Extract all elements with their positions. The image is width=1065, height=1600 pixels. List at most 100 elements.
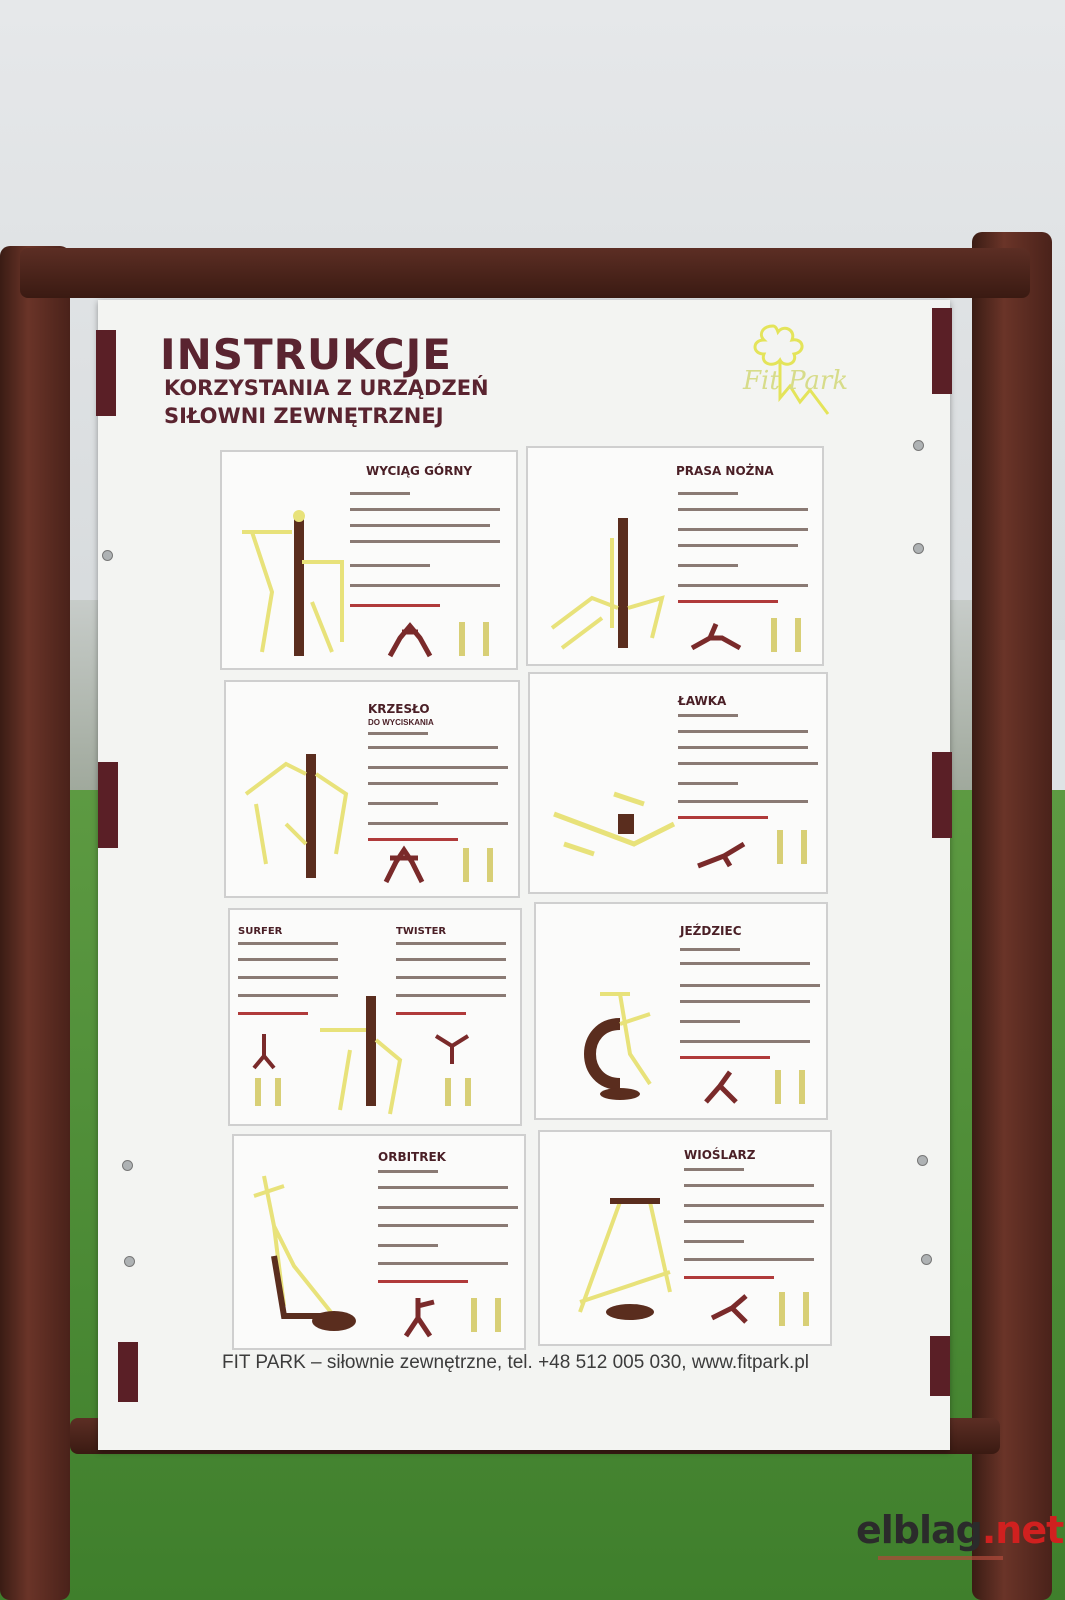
panel-prasa-nozna: PRASA NOŻNA — [526, 446, 824, 666]
text-line — [378, 1170, 438, 1173]
text-line — [378, 1244, 438, 1247]
equipment-illustration — [320, 996, 403, 1115]
text-line — [678, 714, 738, 717]
text-line — [678, 782, 738, 785]
text-line — [378, 1280, 468, 1283]
text-line — [678, 528, 808, 531]
text-line — [680, 1056, 770, 1059]
text-line — [684, 1204, 824, 1207]
text-line — [396, 994, 506, 997]
exercise-figure-icon — [704, 1070, 738, 1104]
panel-wyciag-gorny: WYCIĄG GÓRNY — [220, 450, 518, 670]
equipment-illustration — [584, 992, 652, 1100]
text-line — [238, 976, 338, 979]
fit-park-logo-icon — [753, 324, 830, 415]
text-line — [678, 584, 808, 587]
text-line — [678, 762, 818, 765]
text-line — [396, 1012, 466, 1015]
text-line — [684, 1220, 814, 1223]
exercise-figure-icon — [403, 1298, 435, 1338]
panel-title: PRASA NOŻNA — [676, 464, 774, 478]
text-line — [680, 984, 820, 987]
sign-clip — [930, 1336, 950, 1396]
exercise-figure-icon — [434, 1034, 470, 1064]
panel-title: WYCIĄG GÓRNY — [366, 464, 473, 478]
text-line — [684, 1240, 744, 1243]
text-line — [684, 1184, 814, 1187]
logo-text: Fit Park — [743, 366, 849, 396]
text-line — [238, 958, 338, 961]
sign-clip — [932, 308, 952, 394]
muscle-diagram-icon — [471, 1298, 501, 1332]
text-line — [680, 1040, 810, 1043]
text-line — [678, 564, 738, 567]
text-line — [238, 942, 338, 945]
equipment-illustration — [553, 791, 676, 857]
panel-title: WIOŚLARZ — [684, 1148, 756, 1162]
exercise-figure-icon — [252, 1034, 276, 1070]
panel-lawka: ŁAWKA — [528, 672, 828, 894]
text-line — [680, 948, 740, 951]
equipment-illustration — [578, 1198, 672, 1320]
muscle-diagram-icon — [771, 618, 801, 652]
text-line — [378, 1206, 518, 1209]
watermark-main: elblag — [856, 1508, 983, 1552]
text-line — [350, 540, 500, 543]
text-line — [396, 958, 506, 961]
site-watermark: elblag.net — [856, 1508, 1064, 1552]
muscle-diagram-icon — [445, 1078, 471, 1106]
text-line — [350, 604, 440, 607]
text-line — [350, 524, 490, 527]
text-line — [378, 1224, 508, 1227]
text-line — [378, 1186, 508, 1189]
frame-rail-top — [20, 248, 1030, 298]
muscle-diagram-icon — [775, 1070, 805, 1104]
text-line — [396, 976, 506, 979]
exercise-figure-icon — [690, 623, 742, 651]
panel-krzeslo: KRZESŁO DO WYCISKANIA — [224, 680, 520, 898]
text-line — [350, 492, 410, 495]
text-line — [678, 816, 768, 819]
panel-surfer-twister: SURFER TWISTER — [228, 908, 522, 1126]
text-line — [678, 508, 808, 511]
sign-bolt — [913, 440, 924, 451]
exercise-figure-icon — [387, 622, 433, 658]
muscle-diagram-icon — [779, 1292, 809, 1326]
sign-bolt — [921, 1254, 932, 1265]
panel-title: ORBITREK — [378, 1150, 446, 1164]
text-line — [350, 584, 500, 587]
muscle-diagram-icon — [255, 1078, 281, 1106]
panel-orbitrek: ORBITREK — [232, 1134, 526, 1350]
panel-title: ŁAWKA — [678, 694, 727, 708]
exercise-figure-icon — [710, 1294, 748, 1324]
sign-subtitle-line2: SIŁOWNI ZEWNĘTRZNEJ — [164, 404, 444, 428]
sign-clip — [96, 330, 116, 416]
text-line — [368, 782, 498, 785]
text-line — [368, 822, 508, 825]
sign-clip — [932, 752, 952, 838]
text-line — [678, 600, 778, 603]
text-line — [678, 730, 808, 733]
sign-title: INSTRUKCJE — [160, 330, 452, 379]
text-line — [678, 544, 798, 547]
text-line — [368, 838, 458, 841]
frame-post-left — [0, 246, 70, 1600]
exercise-figure-icon — [383, 845, 425, 884]
panel-title-twister: TWISTER — [396, 926, 447, 937]
sign-bolt — [102, 550, 113, 561]
sign-subtitle-line1: KORZYSTANIA Z URZĄDZEŃ — [164, 376, 489, 400]
text-line — [680, 962, 810, 965]
equipment-illustration — [253, 1175, 356, 1331]
text-line — [368, 766, 508, 769]
sign-bolt — [124, 1256, 135, 1267]
equipment-illustration — [244, 754, 349, 878]
panel-title-surfer: SURFER — [238, 926, 283, 937]
text-line — [680, 1000, 810, 1003]
exercise-figure-icon — [697, 841, 746, 869]
panel-title: JEŹDZIEC — [680, 924, 742, 938]
text-line — [678, 800, 808, 803]
panel-title: KRZESŁO — [368, 702, 430, 716]
sign-bolt — [917, 1155, 928, 1166]
sign-clip — [118, 1342, 138, 1402]
muscle-diagram-icon — [463, 848, 493, 882]
